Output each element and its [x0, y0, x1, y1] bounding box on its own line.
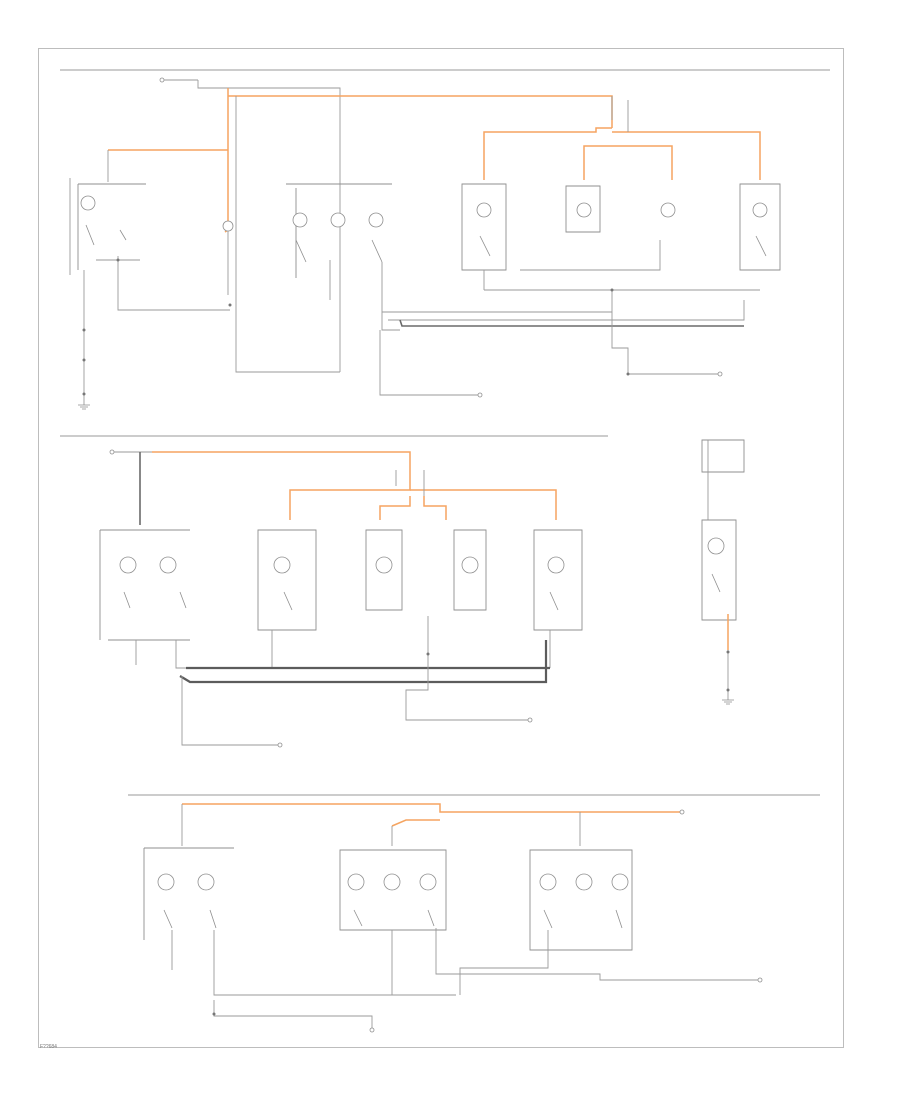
bulb-13: [375, 556, 393, 574]
bulb-9: [752, 202, 768, 218]
bulb-24: [611, 873, 629, 891]
section-3-circuit: [143, 803, 763, 1033]
bulb-10: [119, 556, 137, 574]
bulb-4: [330, 212, 346, 228]
diagram-frame: [38, 48, 844, 1048]
bulb-1: [80, 195, 96, 211]
bulb-12: [273, 556, 291, 574]
bulb-16: [707, 537, 725, 555]
side-unit: [701, 439, 745, 705]
bulb-20: [383, 873, 401, 891]
bulb-2: [222, 220, 234, 232]
bulb-14: [461, 556, 479, 574]
bulb-22: [539, 873, 557, 891]
bulb-15: [547, 556, 565, 574]
bulb-6: [476, 202, 492, 218]
figure-code: F??684: [40, 1044, 57, 1050]
fuse-symbol: [159, 77, 165, 83]
bulb-23: [575, 873, 593, 891]
bulb-21: [419, 873, 437, 891]
bulb-7: [576, 202, 592, 218]
bulb-5: [368, 212, 384, 228]
bulb-17: [157, 873, 175, 891]
bulb-8: [660, 202, 676, 218]
bulb-3: [292, 212, 308, 228]
bulb-19: [347, 873, 365, 891]
section-2-circuit: [99, 449, 583, 748]
bulb-11: [159, 556, 177, 574]
section-1-circuit: [69, 77, 781, 410]
bulb-18: [197, 873, 215, 891]
